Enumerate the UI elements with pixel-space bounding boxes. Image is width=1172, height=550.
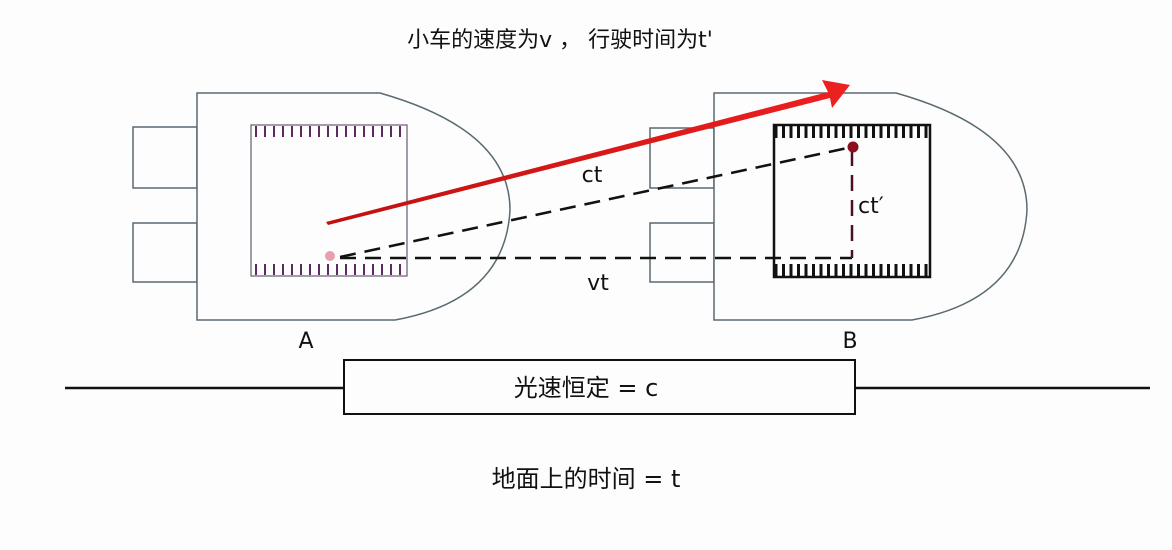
car-a-body <box>196 92 511 321</box>
motion-arrow <box>326 80 850 225</box>
car-b <box>649 92 1028 321</box>
car-a <box>132 92 511 321</box>
label-car-b: B <box>842 329 857 354</box>
ct-dashed-line <box>339 145 853 259</box>
car-a-ticks-bottom <box>253 264 405 275</box>
light-speed-text: 光速恒定 = c <box>514 374 659 402</box>
title-text: 小车的速度为v ， 行驶时间为t' <box>407 28 713 53</box>
car-a-tab-top <box>132 126 198 189</box>
car-a-window <box>250 124 408 277</box>
label-ct: ct <box>582 163 603 188</box>
car-b-ticks-top <box>775 126 929 138</box>
car-b-window <box>772 123 932 279</box>
label-vt: vt <box>587 271 609 296</box>
light-source-dot-a <box>325 251 335 261</box>
car-b-ticks-bottom <box>775 264 929 276</box>
car-b-body <box>713 92 1028 321</box>
car-b-tab-bottom <box>649 222 715 283</box>
car-a-tab-bottom <box>132 222 198 283</box>
car-a-ticks-top <box>253 126 405 137</box>
light-speed-box <box>343 359 856 415</box>
ground-time-text: 地面上的时间 = t <box>492 465 681 493</box>
label-car-a: A <box>298 329 313 354</box>
light-target-dot-b <box>847 141 859 153</box>
label-ct-prime: ct′ <box>858 194 884 219</box>
